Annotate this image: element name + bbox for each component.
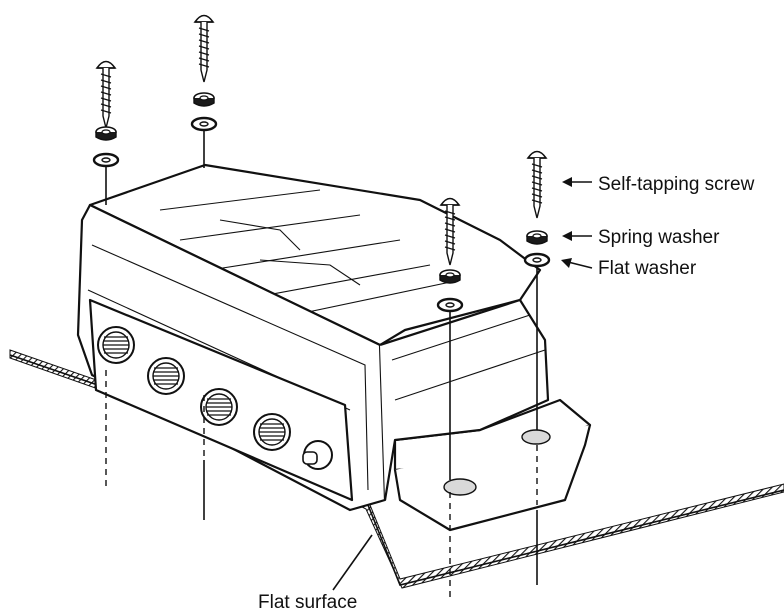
- label-spring-washer: Spring washer: [598, 227, 720, 248]
- connector-1: [97, 326, 135, 364]
- label-flat-surface: Flat surface: [258, 592, 357, 613]
- connector-3: [200, 388, 238, 426]
- connector-4: [253, 413, 291, 451]
- unit-body: [76, 163, 592, 532]
- callout-arrows: [332, 177, 593, 591]
- label-self-tapping-screw: Self-tapping screw: [598, 174, 755, 195]
- label-flat-washer: Flat washer: [598, 258, 697, 279]
- screw-assembly-3: [436, 197, 464, 600]
- connector-5: [302, 440, 333, 470]
- connector-2: [147, 357, 185, 395]
- screw-assembly-4: [523, 150, 551, 585]
- screw-assembly-1: [92, 60, 120, 490]
- screw-assembly-2: [190, 14, 218, 520]
